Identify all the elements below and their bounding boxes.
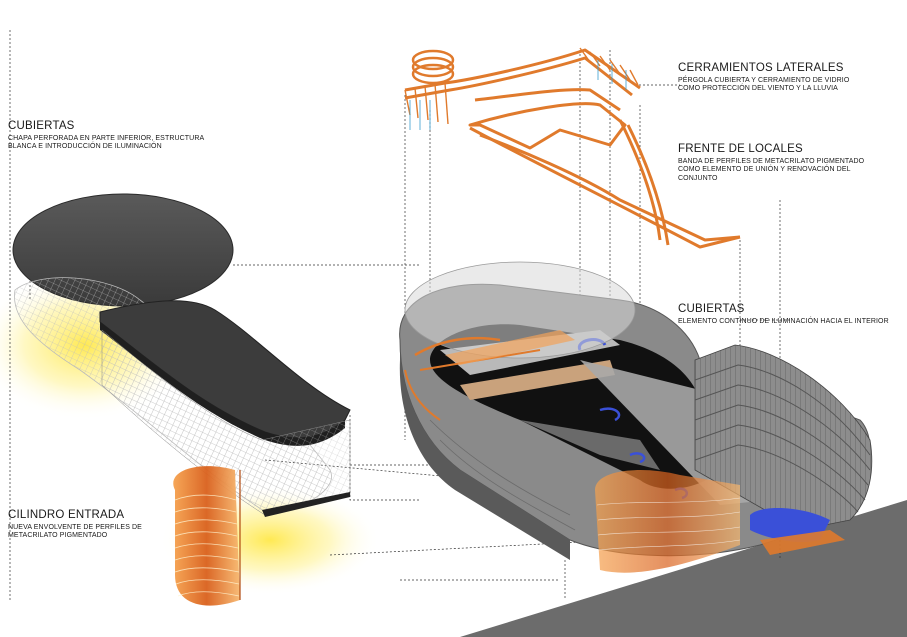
label-title: CUBIERTAS	[678, 303, 745, 315]
parking-building	[694, 344, 873, 555]
roof-light-strip	[445, 330, 575, 365]
label-title: FRENTE DE LOCALES	[678, 143, 803, 155]
glass-roof	[404, 261, 636, 359]
label-line: COMO PROTECCIÓN DEL VIENTO Y LA LLUVIA	[678, 85, 838, 93]
label-line: COMO ELEMENTO DE UNIÓN Y RENOVACIÓN DEL	[678, 166, 851, 174]
cylinder-rings	[411, 49, 455, 85]
label-cubiertas-right: CUBIERTAS ELEMENTO CONTINUO DE ILUMINACI…	[678, 303, 903, 326]
entrance-cylinder	[173, 466, 241, 606]
label-line: ELEMENTO CONTINUO DE ILUMINACIÓN HACIA E…	[678, 318, 889, 325]
label-cubiertas-left: CUBIERTAS CHAPA PERFORADA EN PARTE INFER…	[8, 120, 238, 152]
label-cilindro-entrada: CILINDRO ENTRADA NUEVA ENVOLVENTE DE PER…	[8, 509, 198, 541]
pergola-top	[404, 47, 639, 125]
label-line: PÉRGOLA CUBIERTA Y CERRAMIENTO DE VIDRIO	[678, 77, 850, 84]
label-title: CERRAMIENTOS LATERALES	[678, 62, 844, 74]
lateral-closures-frame	[404, 48, 741, 249]
label-line: CHAPA PERFORADA EN PARTE INFERIOR, ESTRU…	[8, 135, 205, 142]
label-line: BLANCA E INTRODUCCIÓN DE ILUMINACIÓN	[8, 143, 162, 151]
label-title: CUBIERTAS	[8, 120, 75, 132]
label-line: METACRILATO PIGMENTADO	[8, 532, 108, 540]
label-cerramientos-laterales: CERRAMIENTOS LATERALES PÉRGOLA CUBIERTA …	[678, 62, 903, 94]
label-title: CILINDRO ENTRADA	[8, 509, 125, 521]
label-line: BANDA DE PERFILES DE METACRILATO PIGMENT…	[678, 158, 865, 165]
right-entrance-cylinder	[595, 470, 741, 573]
label-line: CONJUNTO	[678, 174, 718, 182]
label-frente-de-locales: FRENTE DE LOCALES BANDA DE PERFILES DE M…	[678, 143, 903, 183]
label-line: NUEVA ENVOLVENTE DE PERFILES DE	[8, 524, 142, 531]
